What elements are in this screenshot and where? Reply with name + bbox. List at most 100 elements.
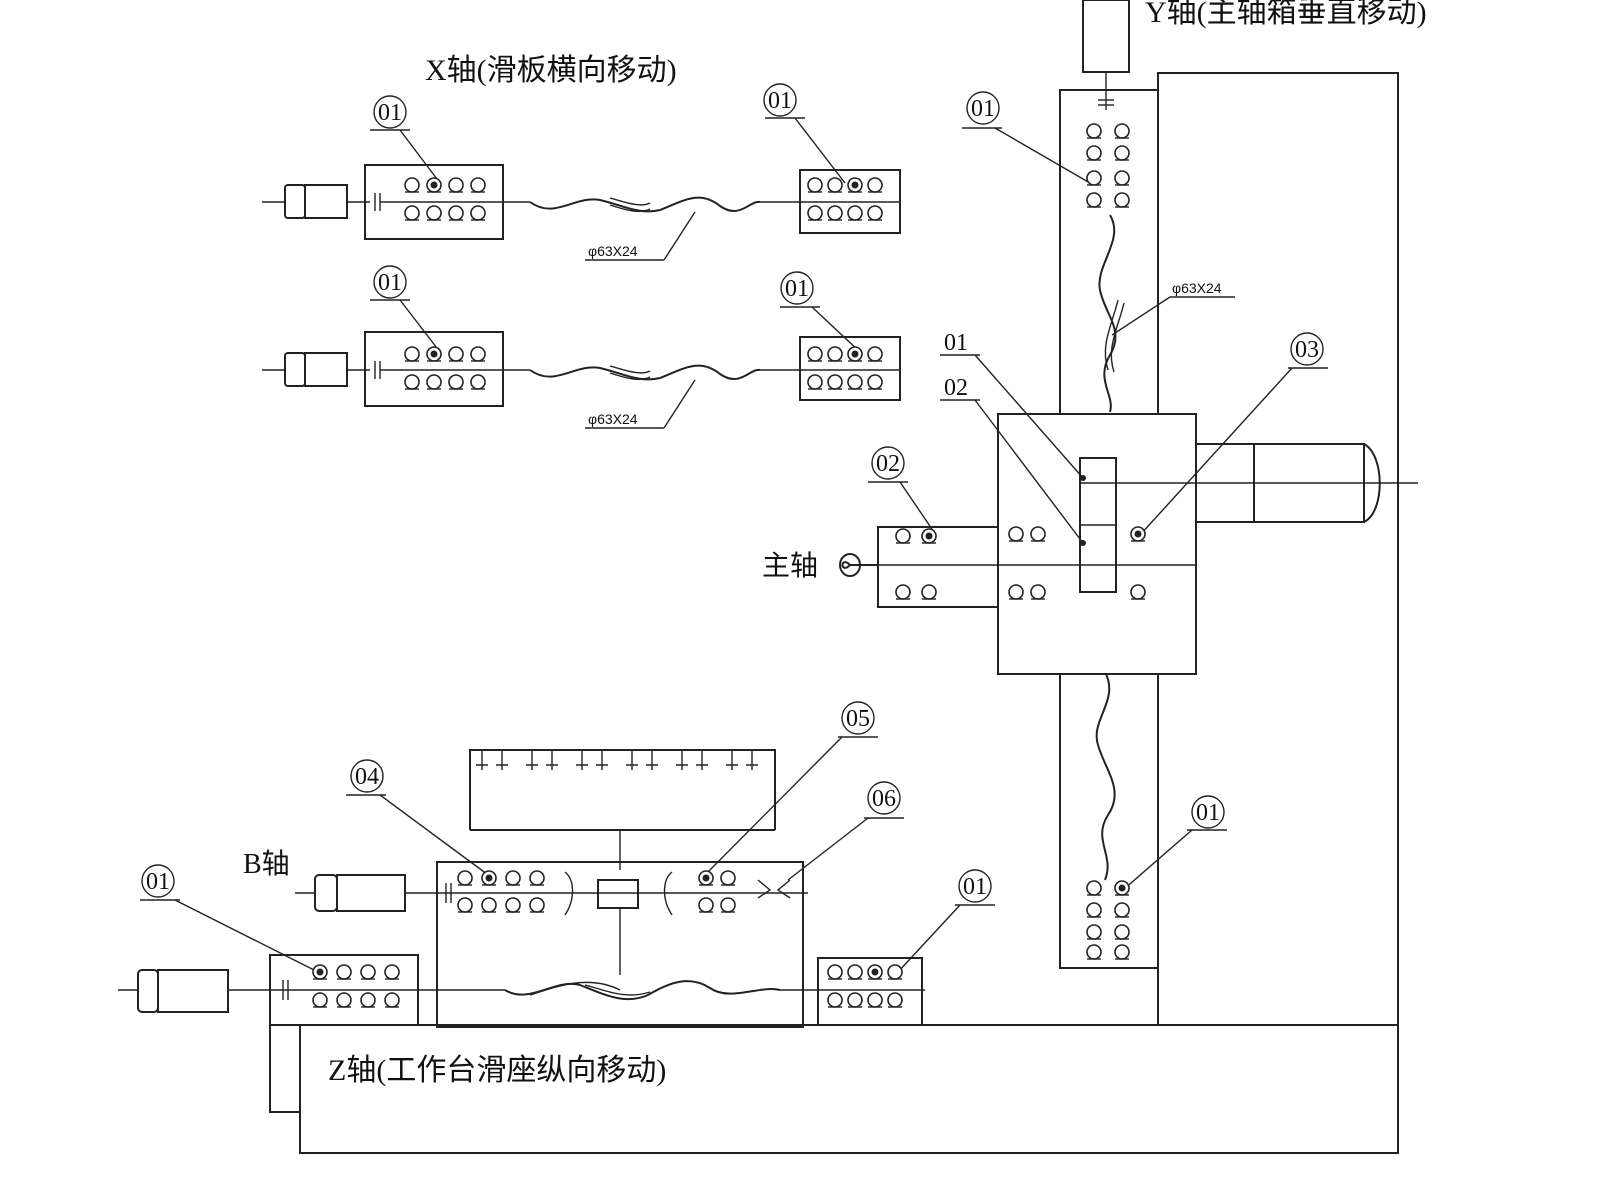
- machine-frame: [269, 72, 1399, 1154]
- svg-text:01: 01: [378, 100, 402, 126]
- bearing-icon: [827, 346, 843, 362]
- x-lower-left-housing: [364, 331, 504, 407]
- bearing-icon: [336, 964, 352, 980]
- x-axis-lower-drive: [262, 331, 901, 429]
- bearing-marked-dot: [430, 350, 438, 358]
- bearing-icon: [448, 346, 464, 362]
- bearing-icon: [1114, 924, 1130, 940]
- bearing-marked-dot: [1134, 530, 1142, 538]
- bearing-icon: [404, 374, 420, 390]
- svg-text:01: 01: [944, 330, 968, 356]
- bearing-icon: [827, 374, 843, 390]
- bearing-icon: [867, 992, 883, 1008]
- clamp-icon: [626, 750, 658, 770]
- svg-text:01: 01: [963, 874, 987, 900]
- callout-05: 05: [841, 701, 875, 735]
- clamp-icon: [576, 750, 608, 770]
- bearing-icon: [404, 177, 420, 193]
- callout-gear-02: 02: [944, 375, 968, 401]
- bearing-icon: [470, 374, 486, 390]
- headstock-box: [997, 413, 1197, 675]
- bed-base: [299, 1024, 1399, 1154]
- b-axis-rotary: [295, 749, 808, 1028]
- bearing-icon: [360, 992, 376, 1008]
- bearing-icon: [1114, 192, 1130, 208]
- bearing-icon: [1008, 584, 1024, 600]
- bearing-icon: [921, 584, 937, 600]
- clamp-icon: [726, 750, 758, 770]
- bearing-marked-dot: [851, 181, 859, 189]
- callout-y-bottom-01: 01: [1191, 795, 1225, 829]
- bearing-icon: [1114, 123, 1130, 139]
- bearing-icon: [448, 374, 464, 390]
- bearing-marked-dot: [485, 874, 493, 882]
- svg-text:03: 03: [1295, 337, 1319, 363]
- bearing-icon: [529, 870, 545, 886]
- x-lower-right-housing: [799, 336, 901, 401]
- callout-x-upper-left-01: 01: [373, 95, 407, 129]
- b-axis-title: B轴: [243, 848, 290, 880]
- bearing-icon: [720, 870, 736, 886]
- bearing-icon: [720, 897, 736, 913]
- spindle-head: [839, 413, 1418, 675]
- bearing-marked-dot: [316, 968, 324, 976]
- bearing-icon: [384, 992, 400, 1008]
- fixture-clamps: [476, 750, 758, 770]
- worm-gear: [597, 879, 639, 909]
- bearing-icon: [481, 897, 497, 913]
- z-axis-title: Z轴(工作台滑座纵向移动): [328, 1054, 666, 1087]
- x-upper-screw-spec: φ63X24: [588, 243, 638, 259]
- z-right-housing: [817, 957, 923, 1026]
- callout-spindle-02: 02: [871, 446, 905, 480]
- callout-x-lower-left-01: 01: [373, 265, 407, 299]
- bearing-icon: [1114, 145, 1130, 161]
- bearing-icon: [847, 374, 863, 390]
- bed-bracket: [269, 1025, 300, 1113]
- bearing-marked-dot: [430, 181, 438, 189]
- bearing-icon: [1114, 902, 1130, 918]
- svg-text:06: 06: [872, 786, 896, 812]
- bearing-icon: [1086, 192, 1102, 208]
- callout-gear-01: 01: [944, 330, 968, 356]
- bearing-icon: [867, 205, 883, 221]
- svg-text:01: 01: [785, 276, 809, 302]
- bearing-icon: [698, 897, 714, 913]
- bearing-icon: [505, 870, 521, 886]
- bearing-icon: [867, 374, 883, 390]
- bearing-icon: [1030, 526, 1046, 542]
- bearing-icon: [1086, 944, 1102, 960]
- bearing-icon: [360, 964, 376, 980]
- bearing-icon: [867, 177, 883, 193]
- svg-text:01: 01: [378, 270, 402, 296]
- bearing-icon: [312, 992, 328, 1008]
- clamp-icon: [526, 750, 558, 770]
- bearing-icon: [529, 897, 545, 913]
- bearing-icon: [847, 964, 863, 980]
- bearing-icon: [426, 205, 442, 221]
- bearing-marked-dot: [702, 874, 710, 882]
- svg-text:01: 01: [1196, 800, 1220, 826]
- callout-06: 06: [867, 781, 901, 815]
- bearing-icon: [470, 346, 486, 362]
- x-axis-upper-drive: [262, 164, 901, 261]
- callout-x-lower-right-01: 01: [780, 271, 814, 305]
- callout-y-top-01: 01: [966, 91, 1000, 125]
- spindle-sleeve: [877, 526, 999, 608]
- bearing-icon: [457, 897, 473, 913]
- bearing-icon: [827, 205, 843, 221]
- b-table-body: [436, 861, 804, 1028]
- bearing-icon: [887, 992, 903, 1008]
- y-motor: [1082, 0, 1130, 73]
- bearing-icon: [1114, 944, 1130, 960]
- bearing-icon: [505, 897, 521, 913]
- bearing-icon: [1086, 123, 1102, 139]
- callout-b-left-01: 01: [141, 864, 175, 898]
- callout-x-upper-right-01: 01: [763, 83, 797, 117]
- clamp-icon: [476, 750, 508, 770]
- bearing-marked-dot: [871, 968, 879, 976]
- svg-text:04: 04: [355, 764, 379, 790]
- callout-03: 03: [1290, 332, 1324, 366]
- bearing-icon: [1008, 526, 1024, 542]
